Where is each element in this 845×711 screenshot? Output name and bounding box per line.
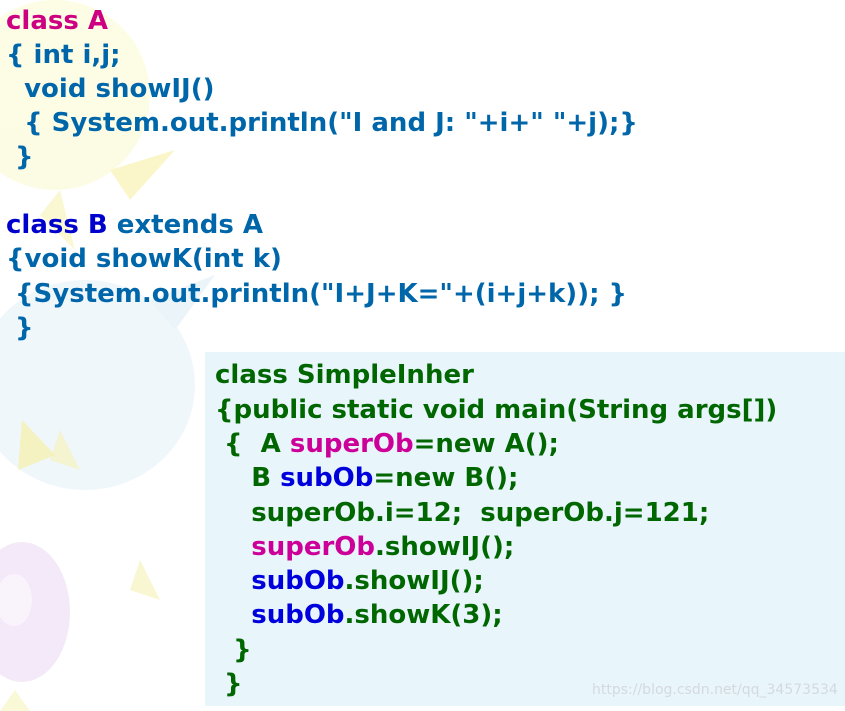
class-a-line-2: { int i,j; [6,40,121,70]
main-line-3-pre: { A [215,429,290,459]
main-line-5: superOb.i=12; superOb.j=121; [215,498,710,528]
superob-call-identifier: superOb [251,532,375,562]
subob-identifier: subOb [280,463,374,493]
main-line-4-post: =new B(); [373,463,519,493]
yellow-shard-decoration [18,420,55,470]
main-line-7: subOb.showIJ(); [215,564,484,598]
main-line-3: { A superOb=new A(); [215,427,559,461]
main-class-panel [205,352,845,706]
subob-call-identifier: subOb [251,566,345,596]
class-a-line-5: } [6,142,34,172]
main-line-10: } [215,669,243,699]
main-line-1: class SimpleInher [215,360,474,390]
main-line-2: {public static void main(String args[]) [215,395,778,425]
main-line-7-post: .showIJ(); [344,566,484,596]
class-a-line-4: { System.out.println("I and J: "+i+" "+j… [6,108,638,138]
main-line-8: subOb.showK(3); [215,598,503,632]
main-line-3-post: =new A(); [413,429,559,459]
blue-balloon-decoration [0,275,215,490]
superob-identifier: superOb [289,429,414,459]
subob-showk-identifier: subOb [251,600,345,630]
main-line-6-post: .showIJ(); [375,532,515,562]
yellow-balloon-decoration [0,0,175,250]
yellow-shard-decoration-2 [50,430,80,470]
main-line-9: } [215,635,252,665]
class-a-keyword: class A [6,6,108,36]
main-line-4-pre: B [215,463,281,493]
main-line-6: superOb.showIJ(); [215,530,514,564]
lavender-balloon-decoration [0,542,160,711]
class-a-line-1: class A [6,4,108,38]
class-b-line-1: class B extends A [6,208,263,242]
watermark-url: https://blog.csdn.net/qq_34573534 [592,682,838,698]
class-b-line-3: {System.out.println("I+J+K="+(i+j+k)); } [6,279,628,309]
class-b-extends: extends A [107,210,263,240]
class-b-line-2: {void showK(int k) [6,244,282,274]
main-line-8-post: .showK(3); [344,600,503,630]
class-a-line-3: void showIJ() [6,74,215,104]
class-b-line-4: } [6,313,34,343]
class-b-keyword: class B [6,210,108,240]
main-line-4: B subOb=new B(); [215,461,518,495]
